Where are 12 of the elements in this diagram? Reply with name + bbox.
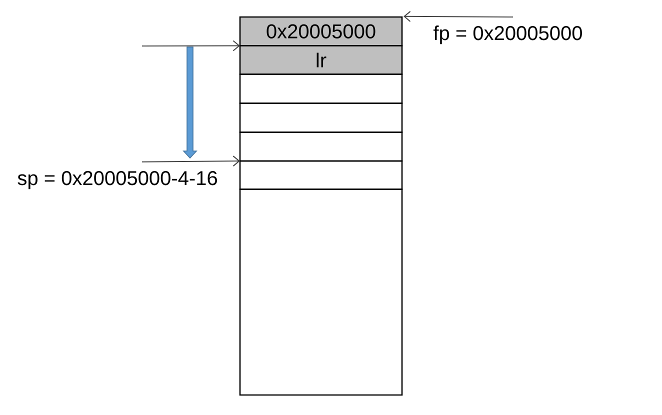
memory-cell: 0x20005000 (239, 16, 403, 46)
arrow (142, 156, 240, 167)
memory-cell (239, 132, 403, 162)
arrow (404, 10, 514, 22)
pointer-label: sp = 0x20005000-4-16 (18, 171, 217, 190)
memory-cell (239, 160, 403, 190)
memory-cell: lr (239, 45, 403, 75)
arrow (142, 40, 240, 52)
memory-cell (239, 102, 403, 133)
memory-cell (239, 74, 403, 104)
pointer-label: fp = 0x20005000 (433, 26, 582, 44)
memory-cell (239, 188, 403, 396)
